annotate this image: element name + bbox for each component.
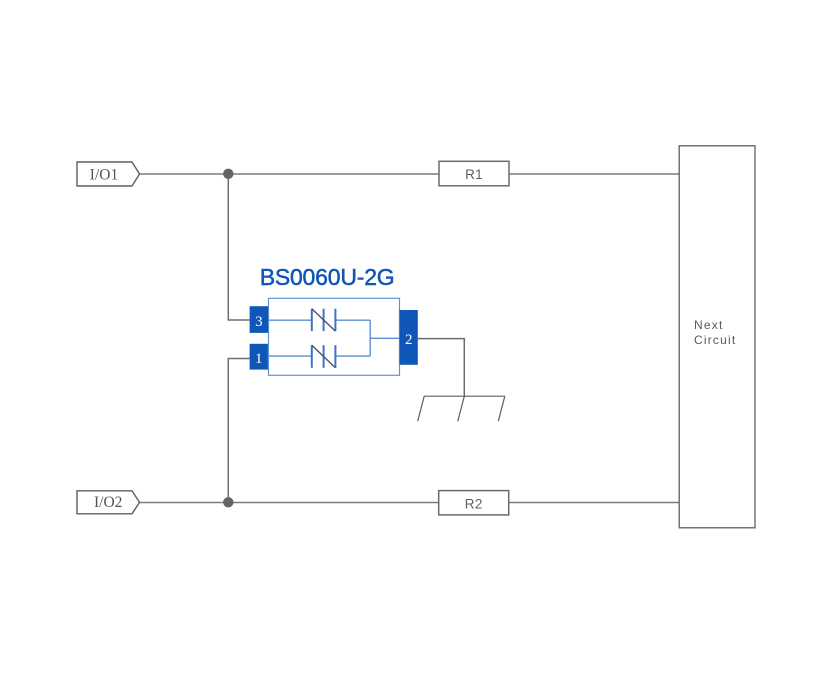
svg-text:Circuit: Circuit bbox=[694, 333, 736, 347]
svg-text:R1: R1 bbox=[465, 167, 483, 182]
svg-text:3: 3 bbox=[255, 314, 263, 330]
svg-text:2: 2 bbox=[405, 332, 413, 348]
svg-text:I/O2: I/O2 bbox=[94, 494, 122, 511]
svg-text:Next: Next bbox=[694, 318, 723, 332]
svg-text:BS0060U-2G: BS0060U-2G bbox=[260, 264, 395, 290]
svg-text:R2: R2 bbox=[465, 497, 483, 512]
svg-text:1: 1 bbox=[255, 351, 263, 367]
svg-text:I/O1: I/O1 bbox=[90, 167, 118, 184]
